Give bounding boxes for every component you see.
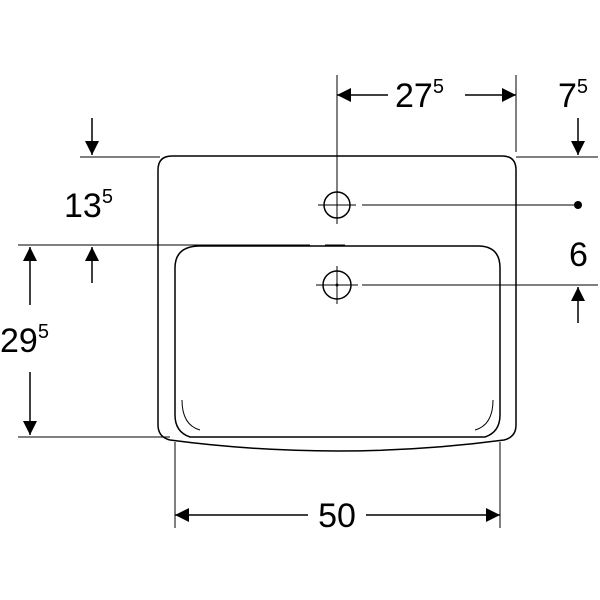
svg-text:275: 275 [395,76,444,115]
svg-text:135: 135 [64,186,113,225]
tap-hole [318,186,582,224]
overflow-hole [316,266,598,304]
bowl-outline [174,245,501,438]
svg-text:295: 295 [0,321,49,360]
svg-text:50: 50 [318,497,356,535]
extension-lines [18,75,598,528]
basin-outline [157,155,517,452]
dimension-overall-width: 50 [175,497,500,535]
dimension-tap-hole-offset: 275 [337,76,516,115]
dimension-rim-offset-right: 75 [558,76,588,155]
bowl-inner-shading [181,399,494,431]
dimension-hole-spacing: 6 [569,236,588,323]
dimension-bowl-depth: 295 [0,247,49,435]
svg-text:75: 75 [558,76,588,115]
dimension-rim-to-bowl: 135 [64,118,113,283]
svg-text:6: 6 [569,236,588,274]
